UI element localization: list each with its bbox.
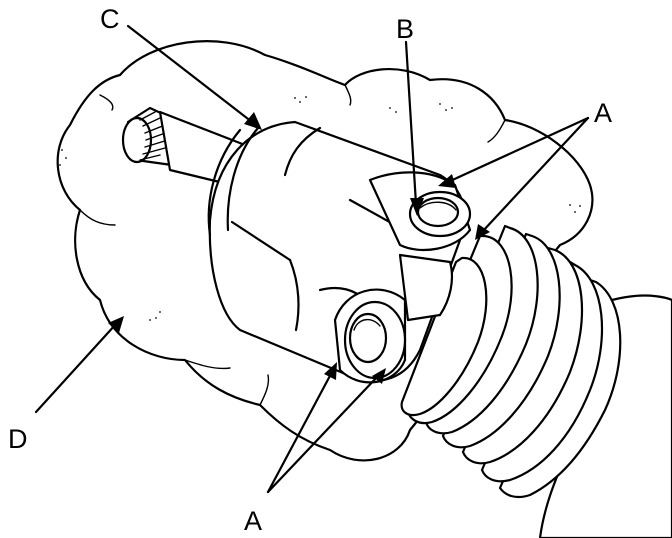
leader-d — [34, 316, 124, 414]
label-d: D — [8, 424, 28, 454]
leader-a-top — [438, 116, 590, 240]
label-b: B — [396, 14, 414, 44]
label-c: C — [100, 4, 120, 34]
label-a-bottom: A — [244, 506, 262, 536]
tripod-joint-housing — [121, 106, 472, 384]
leader-c — [126, 24, 262, 130]
label-a-top: A — [594, 98, 612, 128]
leader-a-bottom — [266, 362, 386, 494]
leader-b — [404, 40, 424, 216]
